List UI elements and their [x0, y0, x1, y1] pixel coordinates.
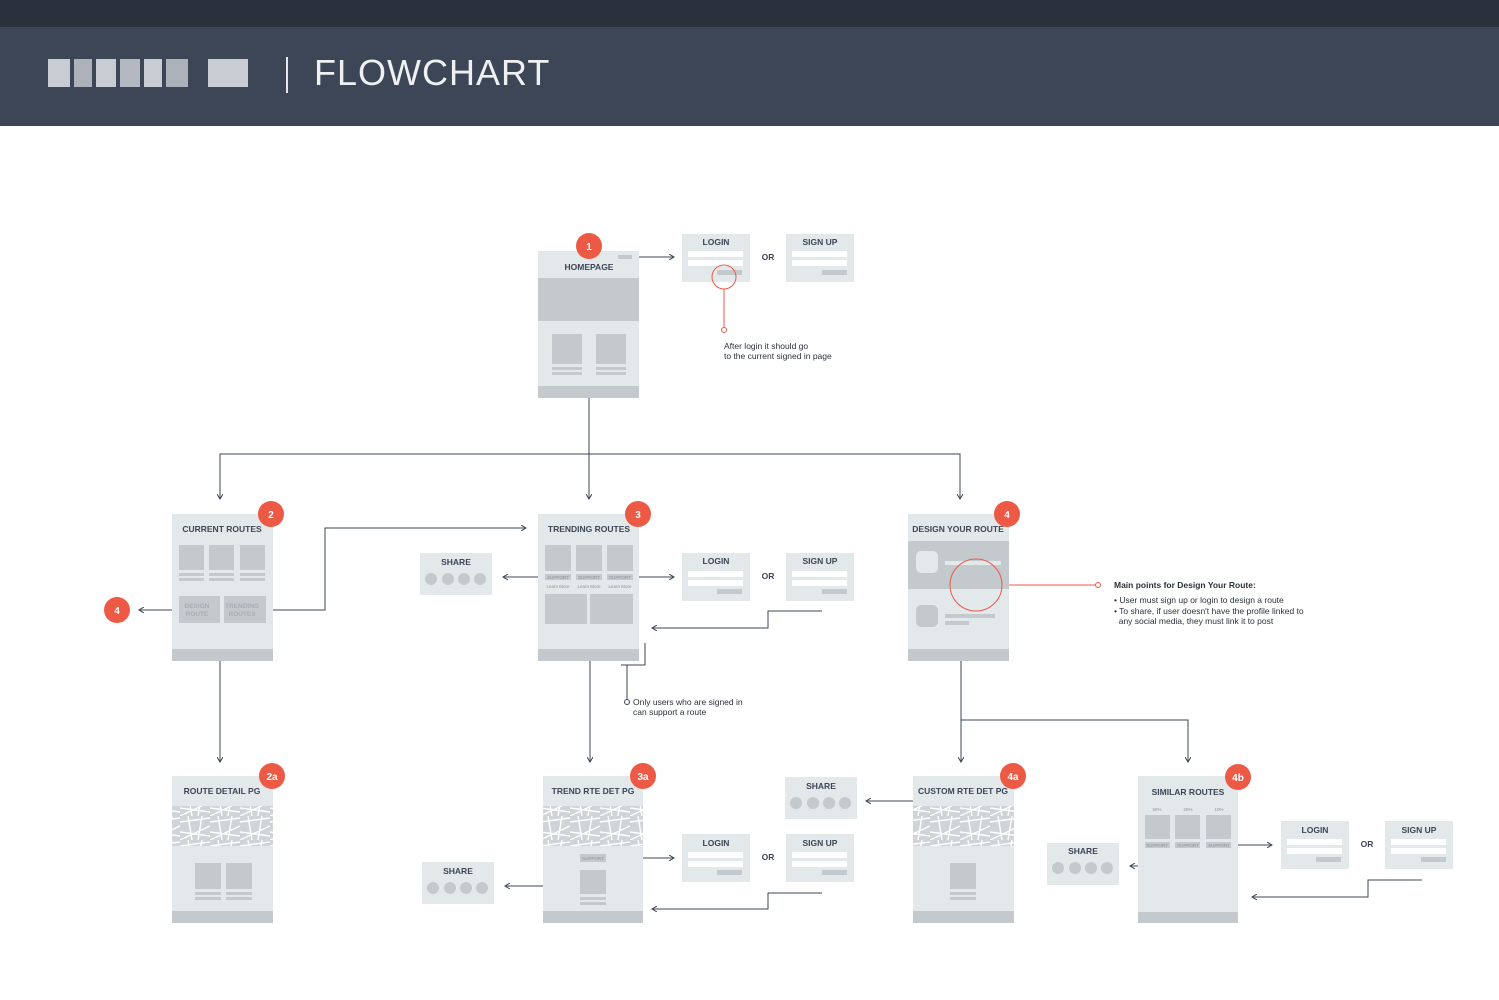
svg-text:SUPPORT: SUPPORT	[547, 575, 569, 580]
svg-text:3: 3	[635, 510, 641, 521]
node-title: TRENDING ROUTES	[548, 524, 631, 534]
badge-4-ref: 4	[104, 597, 130, 623]
svg-text:SHARE: SHARE	[1068, 846, 1098, 856]
login-box-trending[interactable]: LOGIN	[682, 553, 750, 601]
node-trending-routes[interactable]: TRENDING ROUTES SUPPORT SUPPORT SUPPORT …	[538, 514, 639, 661]
login-box-4b[interactable]: LOGIN	[1281, 821, 1349, 869]
node-trend-rte-det[interactable]: TREND RTE DET PG SUPPORT	[543, 776, 643, 923]
svg-text:OR: OR	[762, 571, 775, 581]
svg-text:10%: 10%	[1214, 807, 1223, 812]
node-title: SIMILAR ROUTES	[1152, 787, 1225, 797]
node-custom-rte-det[interactable]: CUSTOM RTE DET PG	[913, 776, 1014, 923]
login-box-3a[interactable]: LOGIN	[682, 834, 750, 882]
svg-text:SIGN UP: SIGN UP	[803, 556, 838, 566]
share-box-3a[interactable]: SHARE	[422, 862, 494, 904]
badge-4b: 4b	[1225, 764, 1251, 790]
svg-text:4b: 4b	[1232, 773, 1244, 784]
svg-text:4: 4	[1004, 510, 1010, 521]
design-note-item-2: • To share, if user doesn't have the pro…	[1114, 606, 1304, 616]
login-title: LOGIN	[703, 237, 730, 247]
design-route-btn-l2: ROUTE	[186, 611, 209, 618]
svg-text:3a: 3a	[637, 772, 649, 783]
trending-routes-btn-l1: TRENDING	[225, 603, 259, 610]
svg-text:SUPPORT: SUPPORT	[578, 575, 600, 580]
svg-text:4a: 4a	[1007, 772, 1019, 783]
node-title: ROUTE DETAIL PG	[184, 786, 261, 796]
svg-text:50%: 50%	[1152, 807, 1161, 812]
share-box-trending[interactable]: SHARE	[420, 553, 492, 595]
header-bar	[0, 27, 1499, 126]
svg-text:2: 2	[268, 510, 274, 521]
svg-text:Learn More: Learn More	[577, 584, 601, 589]
svg-text:2a: 2a	[266, 772, 278, 783]
design-route-btn-l1: DESIGN	[185, 603, 210, 610]
node-current-routes[interactable]: CURRENT ROUTES DESIGN ROUTE TRENDING ROU…	[172, 514, 273, 661]
badge-2a: 2a	[259, 763, 285, 789]
or-label: OR	[762, 252, 775, 262]
svg-text:LOGIN: LOGIN	[1302, 825, 1329, 835]
login-note-line2: to the current signed in page	[724, 351, 832, 361]
badges: 1 2 3 4 4 2a 3a 4a 4b	[104, 233, 1251, 790]
signup-box-4b[interactable]: SIGN UP	[1385, 821, 1453, 869]
svg-text:SUPPORT: SUPPORT	[1146, 843, 1168, 848]
node-design-your-route[interactable]: DESIGN YOUR ROUTE	[908, 514, 1009, 661]
node-homepage[interactable]: HOMEPAGE	[538, 251, 639, 398]
signup-box[interactable]: SIGN UP	[786, 234, 854, 282]
badge-3a: 3a	[630, 763, 656, 789]
node-title: HOMEPAGE	[565, 262, 614, 272]
svg-text:SHARE: SHARE	[443, 866, 473, 876]
header-separator	[286, 57, 288, 93]
node-route-detail[interactable]: ROUTE DETAIL PG	[172, 776, 273, 923]
svg-text:1: 1	[586, 242, 592, 253]
share-box-4b[interactable]: SHARE	[1047, 843, 1119, 885]
node-title: CURRENT ROUTES	[182, 524, 262, 534]
node-title: TREND RTE DET PG	[552, 786, 635, 796]
design-note-title: Main points for Design Your Route:	[1114, 580, 1256, 590]
badge-1: 1	[576, 233, 602, 259]
login-note-line1: After login it should go	[724, 341, 808, 351]
signup-title: SIGN UP	[803, 237, 838, 247]
badge-2: 2	[258, 501, 284, 527]
login-box[interactable]: LOGIN	[682, 234, 750, 282]
badge-3: 3	[625, 501, 651, 527]
top-bar	[0, 0, 1499, 27]
trending-routes-btn-l2: ROUTES	[228, 611, 256, 618]
support-note-line2: can support a route	[633, 707, 707, 717]
svg-text:LOGIN: LOGIN	[703, 556, 730, 566]
svg-text:SHARE: SHARE	[441, 557, 471, 567]
logo	[48, 59, 248, 87]
svg-text:Learn More: Learn More	[608, 584, 632, 589]
svg-text:SIGN UP: SIGN UP	[1402, 825, 1437, 835]
svg-text:LOGIN: LOGIN	[703, 838, 730, 848]
svg-text:SUPPORT: SUPPORT	[1208, 843, 1230, 848]
svg-text:SUPPORT: SUPPORT	[609, 575, 631, 580]
node-title: DESIGN YOUR ROUTE	[912, 524, 1004, 534]
badge-4: 4	[994, 501, 1020, 527]
svg-text:Learn More: Learn More	[546, 584, 570, 589]
svg-text:SHARE: SHARE	[806, 781, 836, 791]
node-similar-routes[interactable]: SIMILAR ROUTES 50% 25% 10% SUPPORT SUPPO…	[1138, 776, 1238, 923]
signup-box-3a[interactable]: SIGN UP	[786, 834, 854, 882]
svg-text:OR: OR	[1361, 839, 1374, 849]
share-box-4a[interactable]: SHARE	[785, 777, 857, 819]
svg-text:SUPPORT: SUPPORT	[1177, 843, 1199, 848]
signup-box-trending[interactable]: SIGN UP	[786, 553, 854, 601]
svg-text:25%: 25%	[1183, 807, 1192, 812]
badge-4a: 4a	[1000, 763, 1026, 789]
design-note-item-3: any social media, they must link it to p…	[1114, 616, 1274, 626]
node-title: CUSTOM RTE DET PG	[918, 786, 1008, 796]
svg-text:OR: OR	[762, 852, 775, 862]
design-note-item-1: • User must sign up or login to design a…	[1114, 595, 1284, 605]
svg-text:SIGN UP: SIGN UP	[803, 838, 838, 848]
page-title: FLOWCHART	[314, 52, 551, 93]
support-note-line1: Only users who are signed in	[633, 697, 743, 707]
svg-text:4: 4	[114, 606, 120, 617]
svg-text:SUPPORT: SUPPORT	[582, 856, 604, 861]
